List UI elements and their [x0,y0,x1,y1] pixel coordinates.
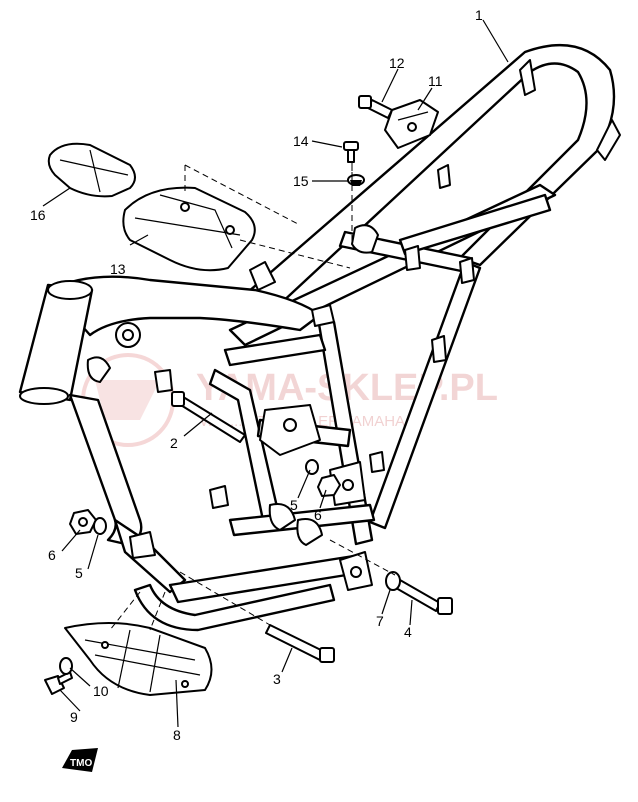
callout-8: 8 [173,727,181,743]
assembly-lines [109,160,396,631]
callout-9: 9 [70,709,78,725]
washer-5-center [305,459,319,475]
callout-6-left: 6 [48,547,56,563]
bolt-3 [265,624,335,663]
callout-12: 12 [389,55,405,71]
callout-5-center: 5 [290,497,298,513]
nut-15 [347,174,365,186]
clamp-11 [384,99,439,149]
callout-7: 7 [376,613,384,629]
tmo-stamp: TMO [62,748,98,772]
callout-11: 11 [428,73,443,89]
callout-4: 4 [404,624,412,640]
callout-13: 13 [110,261,126,277]
callout-5-left: 5 [75,565,83,581]
callout-15: 15 [293,173,309,189]
callout-2: 2 [170,435,178,451]
washer-7 [385,571,401,591]
stamp-text: TMO [70,758,92,769]
callout-leaders [42,19,509,728]
battery-box-13 [122,186,256,272]
callout-labels: 1 2 3 4 5 5 6 6 7 8 9 10 11 12 13 14 15 … [30,7,483,743]
bolt-9 [44,671,73,695]
bolt-14 [343,141,359,163]
skid-plate-8 [64,622,213,696]
nut-6-center [317,474,341,497]
callout-1: 1 [475,7,483,23]
callout-10: 10 [93,683,109,699]
washer-10 [59,657,73,675]
callout-14: 14 [293,133,309,149]
bolt-4 [395,579,453,615]
nut-6-left [69,509,97,535]
bolt-12 [358,95,393,119]
callout-6-center: 6 [314,507,322,523]
battery-cover-16 [47,142,136,198]
callout-3: 3 [273,671,281,687]
washer-5-left [93,517,107,535]
bolt-2 [171,391,246,443]
callout-16: 16 [30,207,46,223]
frame-main [18,43,621,632]
